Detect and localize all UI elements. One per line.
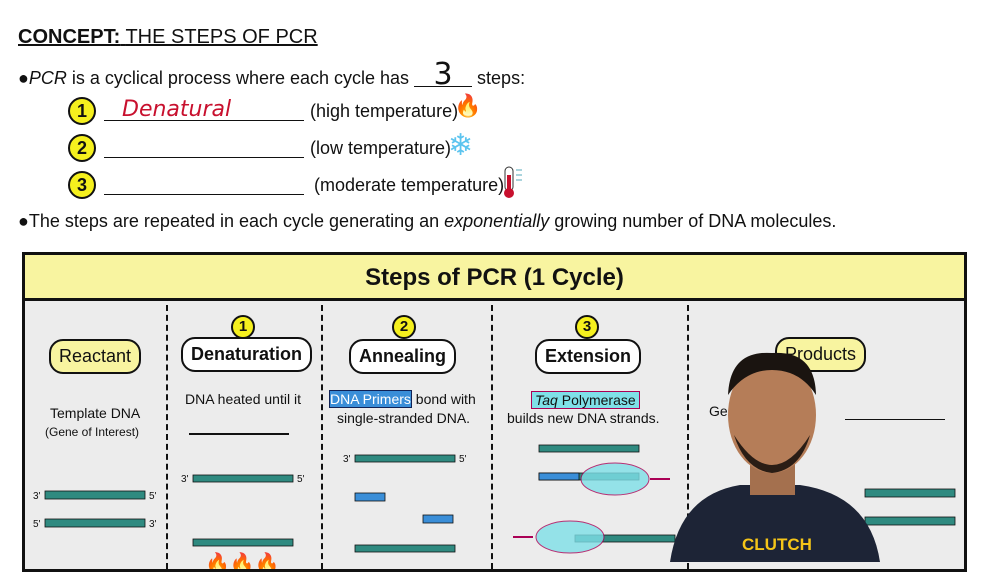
step-number-badge: 1 (68, 97, 96, 125)
step-number-badge: 3 (68, 171, 96, 199)
answer-blank: Denatural (104, 97, 304, 122)
svg-text:3': 3' (149, 519, 157, 530)
svg-text:5': 5' (459, 454, 467, 465)
svg-text:5': 5' (297, 474, 305, 485)
intro-line: ●PCR is a cyclical process where each cy… (18, 57, 526, 92)
presenter-video: CLUTCH (670, 352, 880, 562)
snowflake-icon: ❄ (448, 129, 474, 162)
svg-text:5': 5' (149, 491, 157, 502)
repeat-line: ●The steps are repeated in each cycle ge… (18, 211, 837, 231)
step-number-badge: 2 (68, 134, 96, 162)
svg-text:3': 3' (33, 491, 41, 502)
steps-count-answer: 3 (414, 60, 473, 90)
fire-icon: 🔥 (454, 93, 482, 118)
extension-label: Extension (535, 339, 642, 374)
clutch-logo: CLUTCH (742, 535, 812, 554)
dna-strands: 3'5' 5'3' 3'5' 3'5' 🔥🔥🔥 (33, 444, 956, 569)
annealing-label: Annealing (349, 339, 457, 374)
answer-blank (104, 173, 304, 195)
svg-text:3': 3' (181, 474, 189, 485)
reactant-label: Reactant (49, 339, 142, 374)
answer-blank (104, 136, 304, 158)
diagram-title: Steps of PCR (1 Cycle) (25, 255, 964, 301)
thermometer-icon (504, 166, 522, 198)
svg-text:5': 5' (33, 519, 41, 530)
denaturation-label: Denaturation (181, 337, 313, 372)
svg-text:3': 3' (343, 454, 351, 465)
page-title: CONCEPT: THE STEPS OF PCR (18, 26, 318, 48)
